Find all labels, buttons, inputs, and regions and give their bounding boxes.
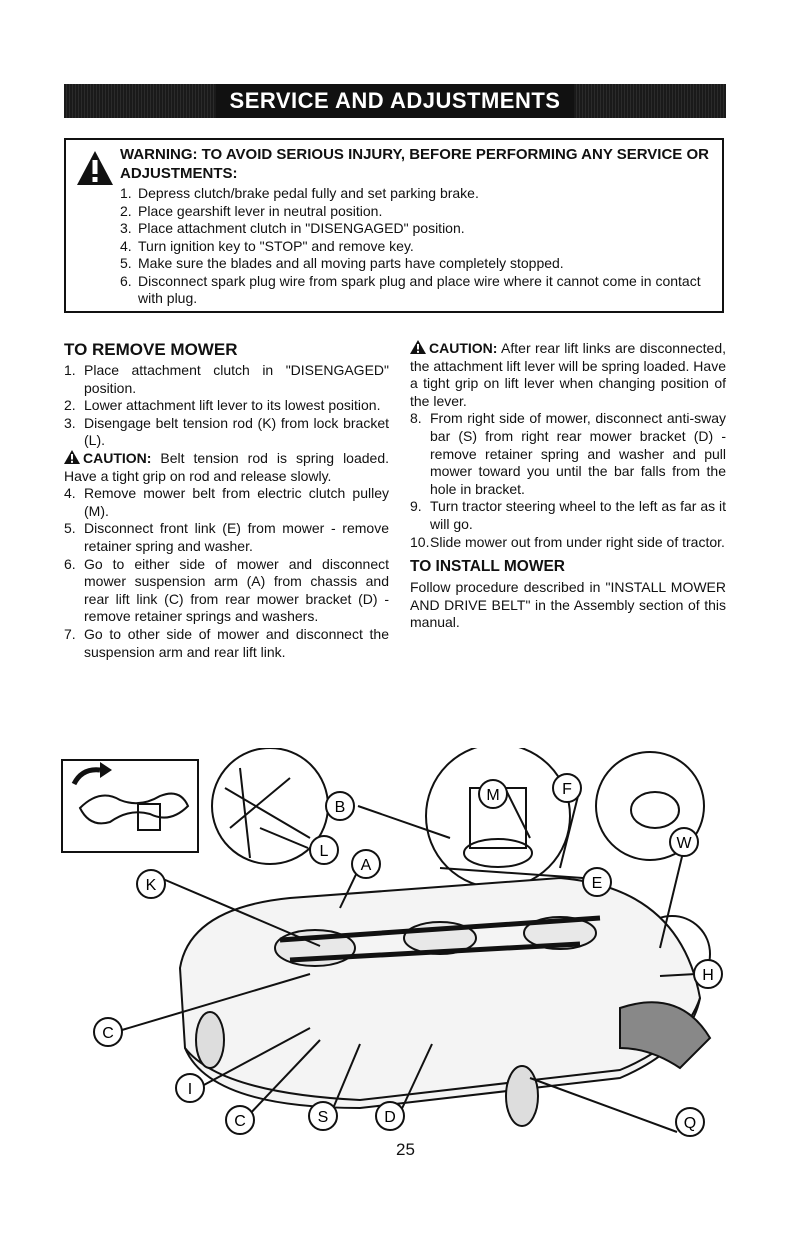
caution-triangle-icon <box>410 340 426 354</box>
lift-lever-caution: CAUTION: After rear lift links are disco… <box>410 340 726 409</box>
callout-a: A <box>351 849 381 879</box>
page-number: 25 <box>396 1140 415 1159</box>
warning-list: 1.Depress clutch/brake pedal fully and s… <box>120 185 720 308</box>
callout-c-lower: C <box>225 1105 255 1135</box>
svg-text:F: F <box>562 781 572 798</box>
right-gauge-wheel <box>505 1065 539 1127</box>
caution-triangle-icon <box>64 449 80 464</box>
inset-arrow <box>71 767 101 786</box>
mower-deck <box>178 876 702 1110</box>
warning-box: WARNING: TO AVOID SERIOUS INJURY, BEFORE… <box>64 138 724 313</box>
mower-belt <box>279 915 601 963</box>
svg-text:E: E <box>592 875 603 892</box>
right-pulley <box>523 916 597 950</box>
callout-f: F <box>552 773 582 803</box>
warning-item: 1.Depress clutch/brake pedal fully and s… <box>120 185 479 201</box>
svg-text:H: H <box>702 967 714 984</box>
callout-i: I <box>175 1073 205 1103</box>
inset-frame <box>61 759 199 853</box>
install-mower-heading: TO INSTALL MOWER <box>410 558 565 576</box>
warning-triangle-icon <box>77 151 113 185</box>
warning-item: 5.Make sure the blades and all moving pa… <box>120 255 564 271</box>
warning-item: 2.Place gearshift lever in neutral posit… <box>120 202 383 219</box>
step: 4.Remove mower belt from electric clutch… <box>64 485 389 519</box>
left-column: TO REMOVE MOWER 1.Place attachment clutc… <box>64 340 389 661</box>
step: 5.Disconnect front link (E) from mower -… <box>64 520 389 554</box>
svg-text:S: S <box>318 1109 329 1126</box>
svg-text:C: C <box>234 1113 246 1130</box>
right-column: CAUTION: After rear lift links are disco… <box>410 340 726 632</box>
inset-latch <box>78 792 190 825</box>
callout-q: Q <box>675 1107 705 1137</box>
step: 9.Turn tractor steering wheel to the lef… <box>410 498 726 532</box>
step: 8.From right side of mower, disconnect a… <box>410 410 726 497</box>
callout-c: C <box>93 1017 123 1047</box>
svg-text:K: K <box>146 877 157 894</box>
install-text: Follow procedure described in "INSTALL M… <box>410 579 726 631</box>
svg-text:L: L <box>320 843 329 860</box>
step: 1.Place attachment clutch in "DISENGAGED… <box>64 362 389 396</box>
section-banner: SERVICE AND ADJUSTMENTS <box>64 84 726 118</box>
warning-item: 4.Turn ignition key to "STOP" and remove… <box>120 237 414 254</box>
callout-k: K <box>136 869 166 899</box>
discharge-chute <box>619 1001 712 1070</box>
step: 6.Go to either side of mower and disconn… <box>64 555 389 625</box>
section-title: SERVICE AND ADJUSTMENTS <box>215 84 575 118</box>
svg-text:Q: Q <box>684 1115 696 1132</box>
callout-labels: B M F W L A K E H C I C S D Q <box>93 773 723 1137</box>
callout-b: B <box>325 791 355 821</box>
warning-item: 6.Disconnect spark plug wire from spark … <box>120 272 701 307</box>
arrow-head-icon <box>100 762 112 778</box>
warning-title: WARNING: TO AVOID SERIOUS INJURY, BEFORE… <box>120 146 709 182</box>
callout-d: D <box>375 1101 405 1131</box>
svg-text:M: M <box>486 787 499 804</box>
svg-text:C: C <box>102 1025 114 1042</box>
step: 10.Slide mower out from under right side… <box>410 533 725 550</box>
svg-text:W: W <box>676 835 692 852</box>
step: 2.Lower attachment lift lever to its low… <box>64 397 381 414</box>
mower-deck-figure: B M F W L A K E H C I C S D Q <box>61 748 723 1137</box>
step: 7.Go to other side of mower and disconne… <box>64 625 389 660</box>
callout-e: E <box>582 867 612 897</box>
svg-text:I: I <box>188 1081 192 1098</box>
svg-text:A: A <box>361 857 372 874</box>
warning-item: 3.Place attachment clutch in "DISENGAGED… <box>120 220 465 236</box>
belt-caution: CAUTION: Belt tension rod is spring load… <box>64 449 390 484</box>
callout-w: W <box>669 827 699 857</box>
callout-h: H <box>693 959 723 989</box>
callout-m: M <box>478 779 508 809</box>
svg-text:B: B <box>335 799 346 816</box>
left-gauge-wheel <box>195 1011 225 1069</box>
step: 3.Disengage belt tension rod (K) from lo… <box>64 414 389 449</box>
svg-text:D: D <box>384 1109 396 1126</box>
callout-s: S <box>308 1101 338 1131</box>
remove-mower-heading: TO REMOVE MOWER <box>64 340 238 359</box>
callout-l: L <box>309 835 339 865</box>
